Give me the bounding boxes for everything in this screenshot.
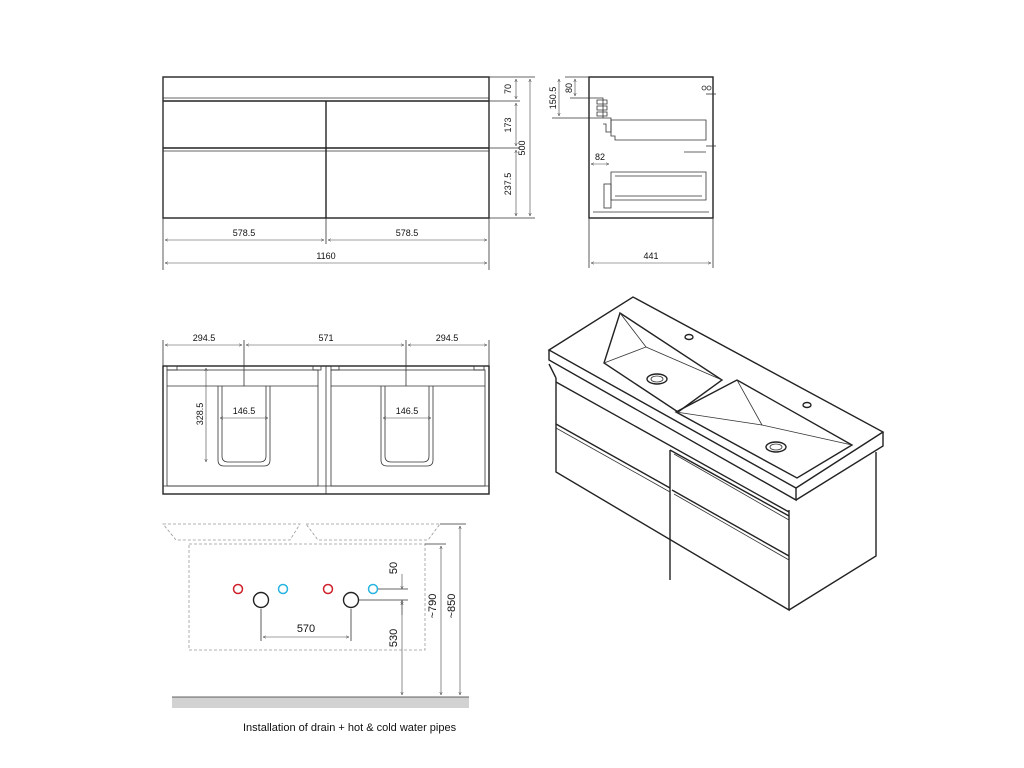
dim-side-441: 441: [643, 251, 658, 261]
upper-drawer-box: [610, 119, 707, 141]
basin-top-surface: [547, 296, 885, 489]
drain-pipe-left: [252, 591, 270, 609]
side-outline: [588, 76, 714, 219]
left-tap-hole: [684, 333, 694, 341]
dim-height-790: ~790: [427, 594, 439, 619]
dim-offset-50: 50: [388, 562, 400, 574]
dim-top-328-5: 328.5: [195, 403, 205, 426]
isometric-view: [547, 296, 885, 612]
right-drain-hole: [765, 441, 787, 453]
dim-height-drawer-upper: 173: [503, 117, 513, 132]
front-view: 578.5 578.5 1160 70 173 237.5 500: [162, 76, 535, 270]
installation-caption: Installation of drain + hot & cold water…: [243, 722, 457, 734]
installation-view: 570 50 530 ~790 ~850 Installation of dra…: [162, 523, 469, 734]
drain-pipe-right: [342, 591, 360, 609]
dim-cutout-left: 146.5: [233, 406, 256, 416]
dim-width-total: 1160: [316, 251, 335, 261]
hot-water-pipe-right: [322, 583, 334, 595]
dim-side-82: 82: [595, 152, 605, 162]
dim-height-top: 70: [503, 84, 513, 94]
dim-top-left: 294.5: [193, 333, 216, 343]
right-u-cutout: [380, 386, 434, 467]
dim-height-530: 530: [388, 629, 400, 647]
dim-side-80: 80: [564, 83, 574, 93]
dim-height-850: ~850: [446, 594, 458, 619]
dim-top-middle: 571: [318, 333, 333, 343]
cabinet-ghost: [188, 543, 426, 651]
top-view: 294.5 571 294.5 328.5 146.5 146.5: [162, 333, 490, 495]
dim-height-total: 500: [517, 140, 527, 155]
cold-water-pipe-left: [277, 583, 289, 595]
dim-width-left: 578.5: [233, 228, 256, 238]
cabinet-front: [555, 378, 790, 612]
dim-width-right: 578.5: [396, 228, 419, 238]
side-view: 80 150.5 82 441: [548, 76, 716, 268]
siphon-detail: [596, 99, 608, 117]
left-u-cutout: [217, 386, 271, 467]
hot-water-pipe-left: [232, 583, 244, 595]
cold-water-pipe-right: [367, 583, 379, 595]
left-drain-hole: [646, 373, 668, 385]
dim-height-drawer-lower: 237.5: [503, 173, 513, 196]
right-tap-hole: [802, 401, 812, 409]
dim-side-150-5: 150.5: [548, 87, 558, 110]
dim-top-right: 294.5: [436, 333, 459, 343]
dim-cutout-right: 146.5: [396, 406, 419, 416]
floor: [172, 697, 469, 708]
dim-drain-spacing: 570: [297, 623, 315, 635]
